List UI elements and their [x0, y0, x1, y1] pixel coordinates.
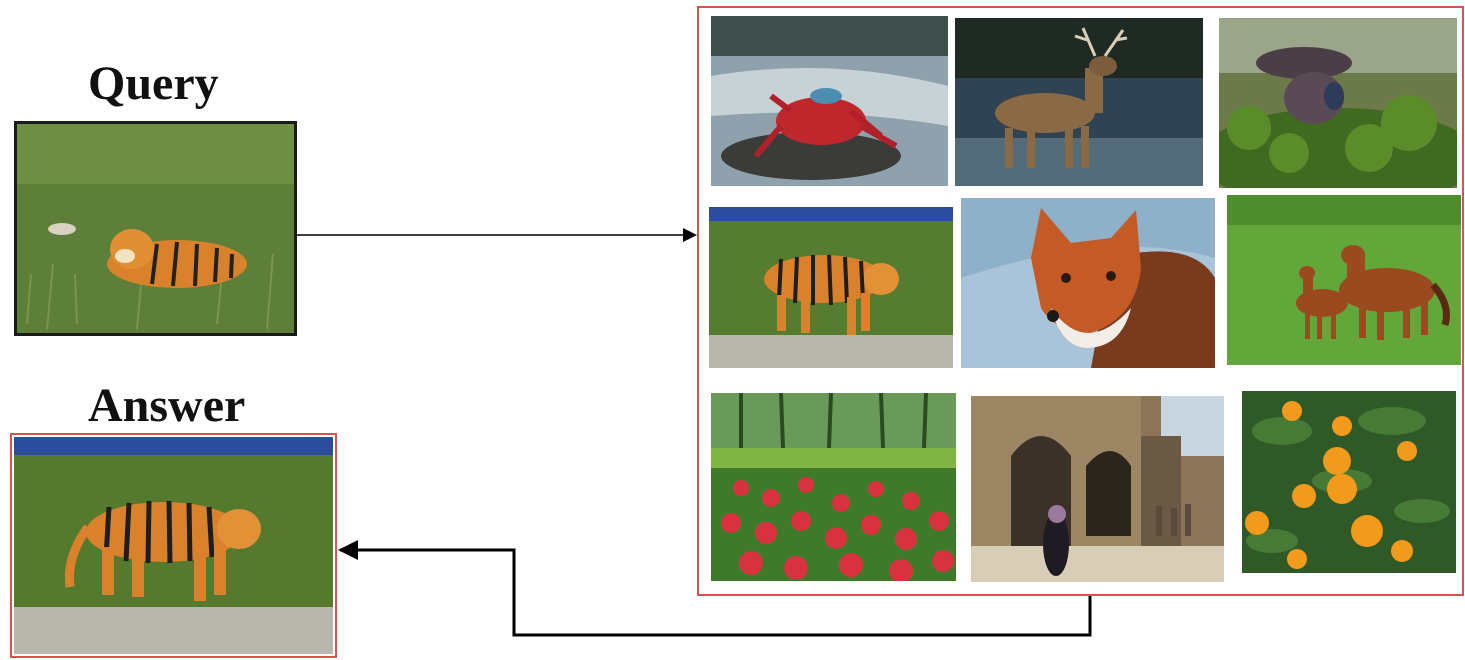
database-image-oranges [1242, 391, 1456, 573]
answer-image [10, 433, 337, 658]
database-image-crab [711, 16, 948, 186]
answer-label: Answer [88, 379, 246, 432]
database-frame [697, 6, 1464, 596]
database-image-street [971, 396, 1224, 582]
database-to-answer-arrow [338, 540, 1092, 637]
query-label: Query [88, 57, 219, 110]
database-image-fox [961, 198, 1215, 368]
database-image-tiger [709, 207, 953, 368]
database-image-tulips [711, 393, 956, 581]
database-image-deer [955, 18, 1203, 186]
database-image-horses [1227, 195, 1461, 365]
query-image [14, 121, 297, 336]
database-image-bird [1219, 18, 1457, 188]
